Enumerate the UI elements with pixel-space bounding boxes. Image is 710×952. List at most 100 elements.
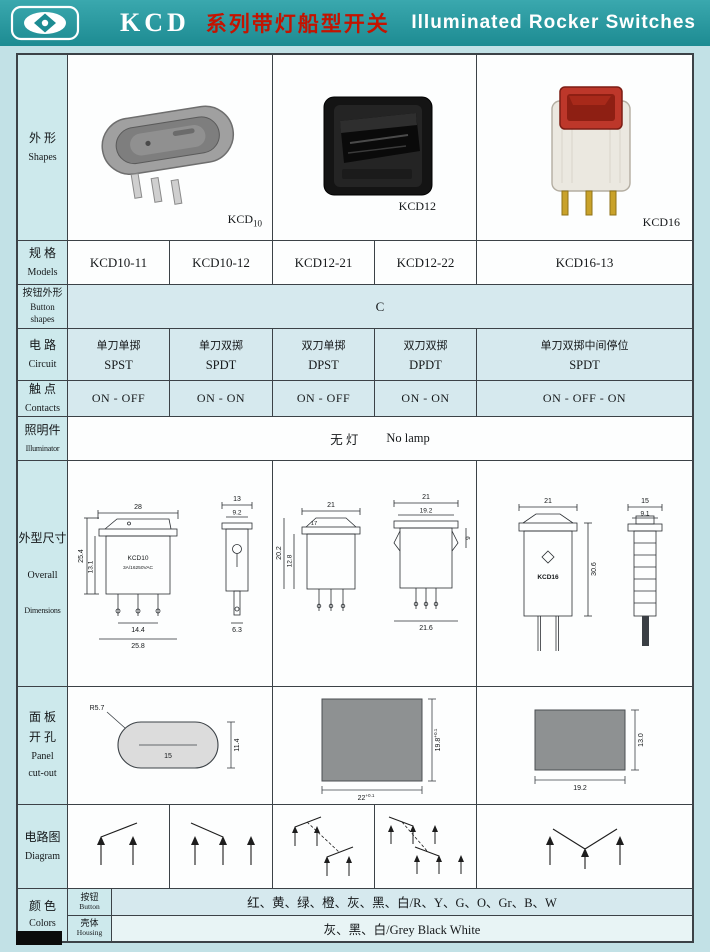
spst-diagram-icon <box>96 821 137 865</box>
svg-text:15: 15 <box>164 753 172 760</box>
kcd16-front-drawing: 21 30.6 KCD16 <box>518 498 598 651</box>
photo-label-kcd10: KCD10 <box>227 211 262 228</box>
corner-print-mark <box>16 931 62 945</box>
row-shapes: 外 形 Shapes <box>18 55 692 241</box>
row-label-panel: 面 板 开 孔 Panel cut-out <box>18 687 68 805</box>
kcd12-front-drawing: 21 17 20.2 12.8 <box>276 502 360 611</box>
dpdt-diagram-icon <box>387 816 464 874</box>
row-circuit: 电 路 Circuit 单刀单掷 SPST 单刀双掷 SPDT 双刀单掷 DPS… <box>18 329 692 381</box>
cell-dims-kcd10: 28 25.4 13.1 KCD10 3A/16250VAC 14.4 25.8 <box>68 461 273 687</box>
row-button-shapes: 按钮外形 Button shapes C <box>18 285 692 329</box>
svg-text:19.8+0.1: 19.8+0.1 <box>433 728 442 751</box>
kcd16-side-drawing: 15 9.1 <box>627 498 662 646</box>
svg-text:19.2: 19.2 <box>419 507 432 514</box>
label-panel-cn2: 开 孔 <box>28 730 56 744</box>
spdt-diagram-icon <box>190 821 255 865</box>
model-cell: KCD10-11 <box>68 241 170 285</box>
label-button-shapes-cn: 按钮外形 <box>22 288 63 300</box>
cell-dims-kcd16: 21 30.6 KCD16 15 9 <box>477 461 692 687</box>
label-button-shapes-en2: shapes <box>30 314 55 325</box>
svg-text:20.2: 20.2 <box>276 546 283 560</box>
cell-dims-kcd12: 21 17 20.2 12.8 <box>273 461 477 687</box>
svg-text:9.2: 9.2 <box>232 509 241 516</box>
contacts-cell: ON - OFF <box>273 381 375 417</box>
svg-text:9.1: 9.1 <box>640 510 649 517</box>
colors-row-button: 按钮 Button 红、黄、绿、橙、灰、黑、白/R、Y、G、O、Gr、B、W <box>68 889 692 915</box>
row-dimensions: 外型尺寸 Overall Dimensions <box>18 461 692 687</box>
label-diagram-cn: 电路图 <box>24 829 61 844</box>
cell-cutout-kcd12: 22+0.1 19.8+0.1 <box>273 687 477 805</box>
contacts-cell: ON - ON <box>375 381 477 417</box>
model-cell: KCD12-22 <box>375 241 477 285</box>
svg-text:11.4: 11.4 <box>234 738 241 751</box>
model-cell: KCD16-13 <box>477 241 692 285</box>
circuit-cell: 单刀单掷 SPST <box>68 329 170 381</box>
contacts-cell: ON - ON <box>170 381 273 417</box>
svg-text:R5.7: R5.7 <box>89 705 104 712</box>
row-label-diagram: 电路图 Diagram <box>18 805 68 889</box>
header: KCD 系列带灯船型开关 Illuminated Rocker Switches <box>0 0 710 46</box>
label-illuminator-en: Illuminator <box>25 443 60 453</box>
label-colors-en: Colors <box>29 918 56 930</box>
cell-diagram-dpdt <box>375 805 477 889</box>
colors-part-housing: 壳体 Housing <box>68 915 112 941</box>
label-panel-en2: cut-out <box>28 768 57 780</box>
svg-text:21.6: 21.6 <box>419 625 433 632</box>
illuminator-value: 无 灯 No lamp <box>68 417 692 461</box>
cell-cutout-kcd10: R5.7 15 11.4 <box>68 687 273 805</box>
cell-diagram-spst <box>68 805 170 889</box>
circuit-cell: 单刀双掷中间停位 SPDT <box>477 329 692 381</box>
cell-photo-kcd16: KCD16 <box>477 55 692 241</box>
svg-text:21: 21 <box>544 498 552 505</box>
kcd12-cutout-drawing: 22+0.1 19.8+0.1 <box>321 698 442 802</box>
label-illuminator-cn: 照明件 <box>24 423 61 437</box>
svg-text:21: 21 <box>422 494 430 501</box>
label-circuit-cn: 电 路 <box>28 337 56 352</box>
colors-value-housing: 灰、黑、白/Grey Black White <box>112 915 692 941</box>
colors-row-housing: 壳体 Housing 灰、黑、白/Grey Black White <box>68 914 692 941</box>
button-shape-value: C <box>68 285 692 329</box>
brand-text: KCD <box>120 8 190 37</box>
title-chinese: 系列带灯船型开关 <box>205 12 390 36</box>
label-contacts-cn: 触 点 <box>28 381 56 396</box>
row-label-models: 规 格 Models <box>18 241 68 285</box>
svg-text:25.4: 25.4 <box>78 549 85 563</box>
circuit-cell: 双刀单掷 DPST <box>273 329 375 381</box>
svg-text:KCD10: KCD10 <box>128 555 149 562</box>
cell-diagram-dpst <box>273 805 375 889</box>
spec-table: 外 形 Shapes <box>16 53 694 943</box>
cell-diagram-spdt-center-off <box>477 805 692 889</box>
photo-label-kcd16: KCD16 <box>642 215 680 229</box>
label-circuit-en: Circuit <box>28 358 57 370</box>
label-models-cn: 规 格 <box>28 245 56 260</box>
row-label-shapes: 外 形 Shapes <box>18 55 68 241</box>
circuit-cell: 双刀双掷 DPDT <box>375 329 477 381</box>
row-label-illuminator: 照明件 Illuminator <box>18 417 68 461</box>
label-panel-cn1: 面 板 <box>28 710 56 725</box>
label-shapes-en: Shapes <box>28 151 57 163</box>
svg-text:KCD16: KCD16 <box>537 574 559 581</box>
cell-photo-kcd12: KCD12 <box>273 55 477 241</box>
row-contacts: 触 点 Contacts ON - OFF ON - ON ON - OFF O… <box>18 381 692 417</box>
svg-text:15: 15 <box>641 498 649 505</box>
dpst-diagram-icon <box>291 816 353 876</box>
photo-label-kcd12: KCD12 <box>398 199 436 213</box>
circuit-cell: 单刀双掷 SPDT <box>170 329 273 381</box>
label-dimensions-en2: Dimensions <box>24 605 61 615</box>
svg-text:19.2: 19.2 <box>573 785 587 792</box>
svg-text:28: 28 <box>134 504 142 511</box>
kcd12-side-drawing: 21 19.2 9 21.6 <box>393 494 472 632</box>
kcd10-front-drawing: 28 25.4 13.1 KCD10 3A/16250VAC 14.4 25.8 <box>78 504 179 650</box>
colors-value-button: 红、黄、绿、橙、灰、黑、白/R、Y、G、O、Gr、B、W <box>112 889 692 915</box>
spdt-center-off-diagram-icon <box>545 828 624 869</box>
svg-text:17: 17 <box>310 521 316 527</box>
svg-text:3A/16250VAC: 3A/16250VAC <box>123 565 154 571</box>
title-english: Illuminated Rocker Switches <box>411 12 696 33</box>
svg-text:30.6: 30.6 <box>591 562 598 576</box>
label-dimensions-cn: 外型尺寸 <box>18 531 67 546</box>
label-button-shapes-en1: Button <box>30 301 55 312</box>
cell-photo-kcd10: KCD10 <box>68 55 273 241</box>
cell-diagram-spdt <box>170 805 273 889</box>
kcd12-photo <box>323 96 432 195</box>
